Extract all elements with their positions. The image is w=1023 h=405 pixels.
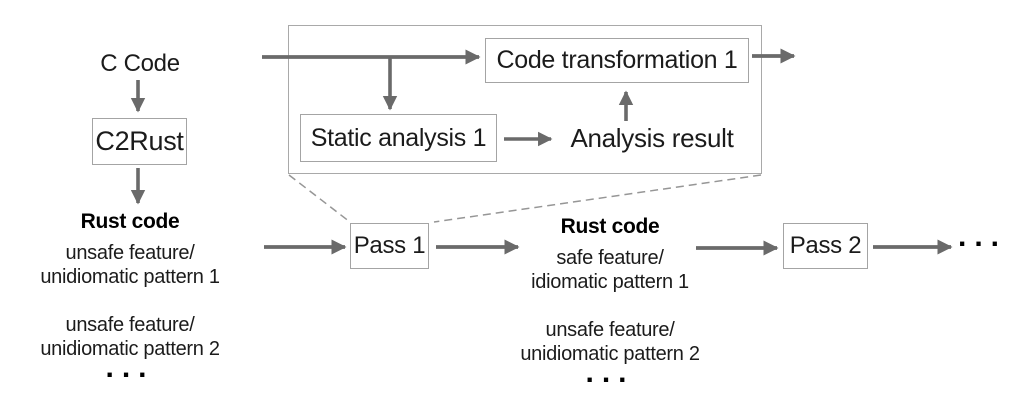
code-transformation-node: Code transformation 1	[485, 38, 749, 83]
rust-code-after-title: Rust code	[560, 215, 660, 238]
unsafe-feature-line: unsafe feature/	[65, 314, 195, 336]
unidiomatic-pattern-line: unidiomatic pattern 2	[520, 343, 700, 365]
pass-1-node: Pass 1	[350, 223, 429, 269]
rust-code-after-item-1: safe feature/ idiomatic pattern 1	[500, 246, 720, 294]
rust-code-before-title: Rust code	[80, 210, 180, 233]
rust-code-before-item-1: unsafe feature/ unidiomatic pattern 1	[20, 241, 240, 289]
more-patterns-ellipsis: ...	[585, 356, 635, 389]
continuation-ellipsis: ...	[958, 220, 1008, 253]
unsafe-feature-line: unsafe feature/	[65, 242, 195, 264]
dashed-callout-line-left	[288, 174, 351, 223]
analysis-result-label: Analysis result	[570, 123, 734, 153]
idiomatic-pattern-line: idiomatic pattern 1	[531, 271, 689, 293]
unidiomatic-pattern-line: unidiomatic pattern 2	[40, 338, 220, 360]
rust-code-before-column: Rust code unsafe feature/ unidiomatic pa…	[20, 209, 240, 384]
static-analysis-node: Static analysis 1	[300, 114, 497, 162]
unidiomatic-pattern-line: unidiomatic pattern 1	[40, 266, 220, 288]
safe-feature-line: safe feature/	[556, 247, 664, 269]
pass-2-node: Pass 2	[783, 223, 868, 269]
unsafe-feature-line: unsafe feature/	[545, 319, 675, 341]
rust-code-after-column: Rust code safe feature/ idiomatic patter…	[500, 214, 720, 389]
c2rust-node: C2Rust	[92, 118, 187, 165]
pass-detail-callout-box	[288, 25, 762, 174]
rust-code-after-item-2: unsafe feature/ unidiomatic pattern 2	[500, 318, 720, 366]
rust-code-before-item-2: unsafe feature/ unidiomatic pattern 2	[20, 313, 240, 361]
more-patterns-ellipsis: ...	[105, 351, 155, 384]
c-code-label: C Code	[100, 50, 180, 77]
